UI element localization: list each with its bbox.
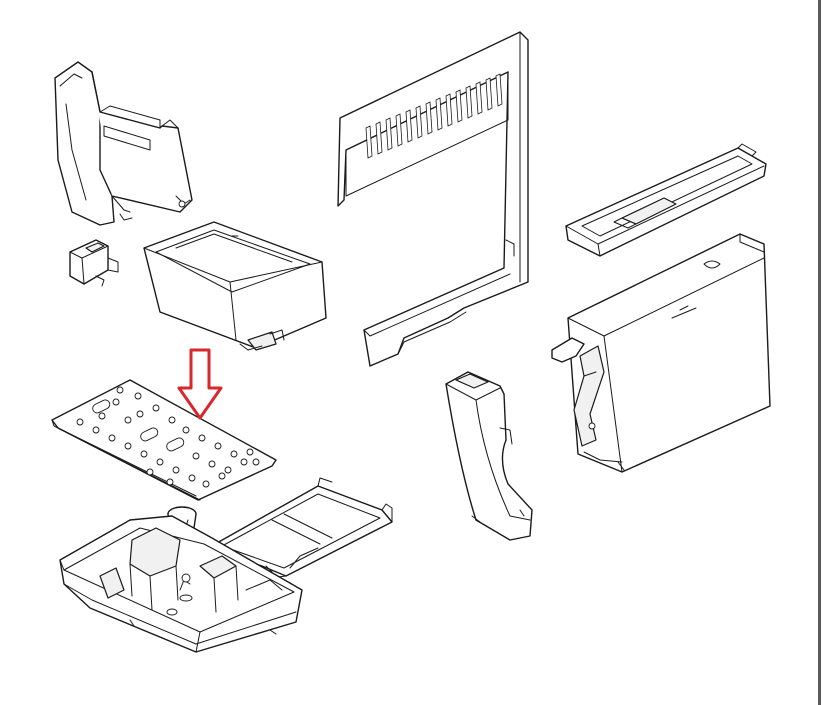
side-panel-left	[54, 61, 193, 226]
page-edge-line	[818, 0, 821, 705]
tank-lid	[565, 143, 767, 257]
drip-tray	[59, 477, 393, 653]
grille-holes	[76, 386, 260, 488]
highlight-arrow	[177, 348, 223, 420]
grille-slots	[365, 73, 503, 159]
rear-grille-frame	[337, 31, 529, 367]
drip-tray-grille	[51, 379, 277, 501]
curved-side-trim	[445, 371, 533, 541]
water-tank	[551, 233, 771, 473]
clip-connector	[69, 239, 119, 287]
grounds-container	[143, 221, 327, 351]
